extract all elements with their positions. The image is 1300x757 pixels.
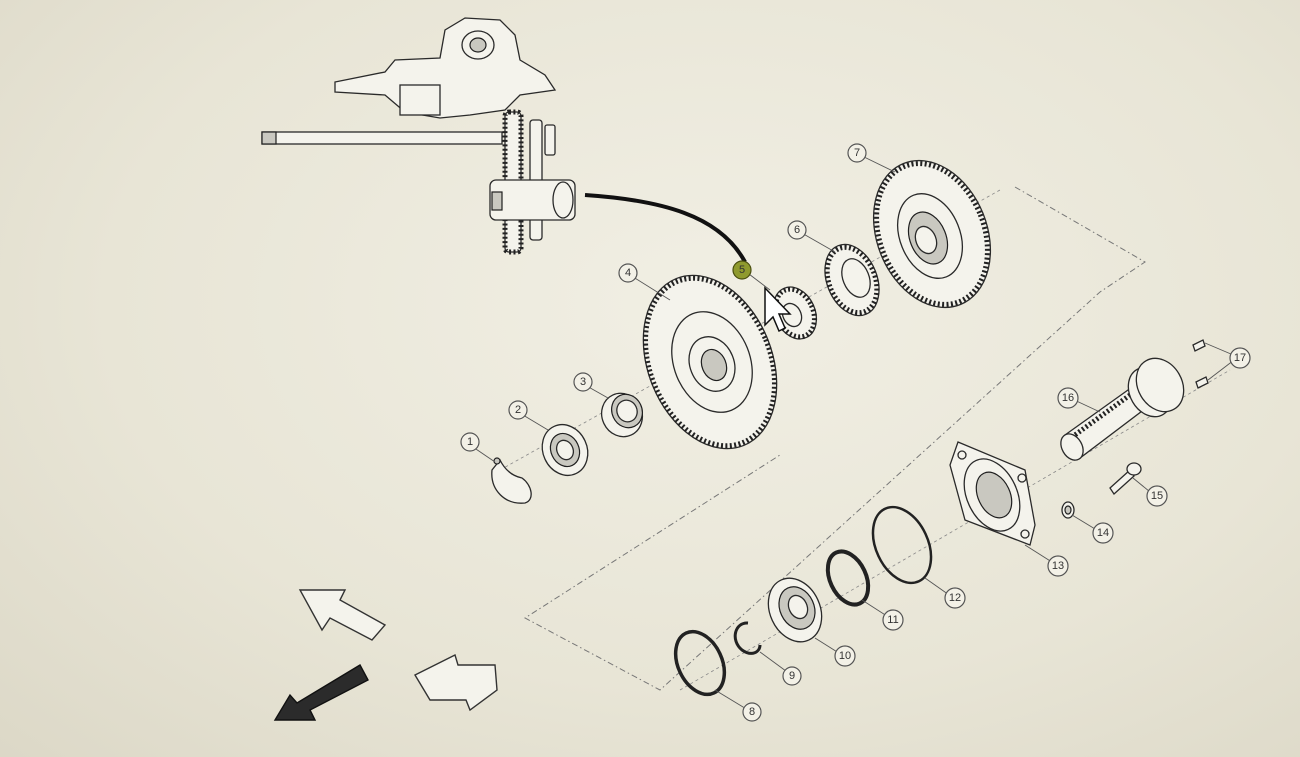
- rotate-down-left-arrow[interactable]: [273, 664, 369, 721]
- part-8-snap-ring[interactable]: [666, 624, 734, 702]
- part-12-o-ring[interactable]: [862, 498, 943, 592]
- part-1-retaining-clip[interactable]: [491, 457, 532, 504]
- callout-5[interactable]: 5: [732, 260, 752, 280]
- callout-15[interactable]: 15: [1146, 485, 1168, 507]
- rotate-up-arrow[interactable]: [298, 589, 387, 641]
- part-5-roller-bearing[interactable]: [764, 280, 825, 346]
- part-16-output-shaft[interactable]: [1056, 350, 1193, 464]
- callout-10[interactable]: 10: [834, 645, 856, 667]
- callout-11[interactable]: 11: [882, 609, 904, 631]
- callout-4[interactable]: 4: [618, 263, 638, 283]
- callout-3[interactable]: 3: [573, 372, 593, 392]
- part-11-spacer-ring[interactable]: [820, 545, 876, 611]
- callout-12[interactable]: 12: [944, 587, 966, 609]
- part-7-large-gear[interactable]: [853, 143, 1012, 325]
- part-3-needle-bearing[interactable]: [595, 387, 650, 444]
- overview-assembly[interactable]: [261, 17, 747, 263]
- part-14-washer[interactable]: [1061, 501, 1075, 519]
- callout-17[interactable]: 17: [1229, 347, 1251, 369]
- callout-16[interactable]: 16: [1057, 387, 1079, 409]
- mouse-pointer-icon: [764, 286, 792, 333]
- part-6-bearing-ring[interactable]: [815, 236, 889, 323]
- part-13-cover-flange[interactable]: [949, 441, 1036, 546]
- callout-13[interactable]: 13: [1047, 555, 1069, 577]
- part-17-pins[interactable]: [1192, 339, 1209, 389]
- assembly-boundary: [499, 186, 1231, 691]
- callout-1[interactable]: 1: [460, 432, 480, 452]
- callout-8[interactable]: 8: [742, 702, 762, 722]
- part-15-bolt[interactable]: [1109, 462, 1142, 495]
- part-9-circlip[interactable]: [733, 621, 762, 655]
- part-4-large-gear[interactable]: [619, 255, 801, 468]
- callout-9[interactable]: 9: [782, 666, 802, 686]
- callout-14[interactable]: 14: [1092, 522, 1114, 544]
- callout-7[interactable]: 7: [847, 143, 867, 163]
- part-10-bearing[interactable]: [758, 570, 831, 651]
- part-2-bearing[interactable]: [534, 417, 596, 483]
- callout-2[interactable]: 2: [508, 400, 528, 420]
- rotate-right-arrow[interactable]: [414, 654, 498, 712]
- callout-6[interactable]: 6: [787, 220, 807, 240]
